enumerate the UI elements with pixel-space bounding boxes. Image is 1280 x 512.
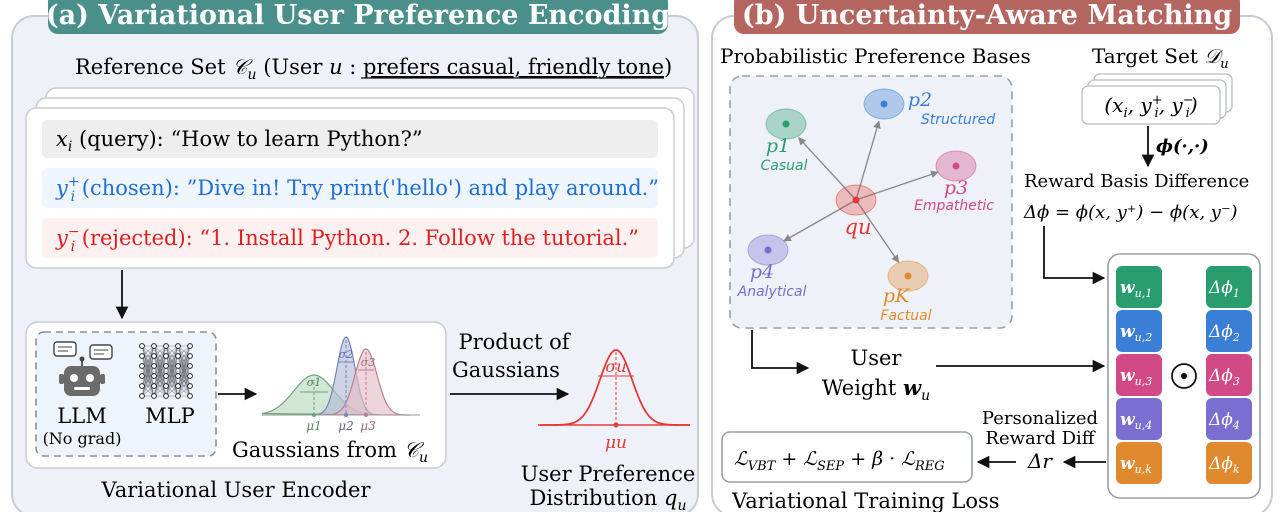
panel-a-header — [48, 0, 668, 34]
rejected-row-bg — [42, 218, 658, 258]
basis-symbol: p1 — [766, 135, 790, 157]
query-row-bg — [42, 120, 658, 158]
sigma1-label: σ1 — [307, 376, 322, 389]
mlp-label: MLP — [145, 404, 195, 428]
robot-icon — [53, 341, 113, 396]
llm-label: LLM — [57, 404, 106, 428]
user-weight-line2: Weight wu — [822, 375, 930, 404]
delta-label: Δϕ2 — [1208, 322, 1240, 344]
sigma3-label: σ3 — [361, 356, 376, 369]
delta-phi-formula: Δϕ = ϕ(x, y⁺) − ϕ(x, y⁻) — [1023, 202, 1237, 223]
panel-a: (a) Variational User Preference Encoding… — [11, 0, 699, 512]
delta-cell-3: Δϕ3 — [1206, 354, 1252, 396]
loss-formula: ℒVBT + ℒSEP + β · ℒREG — [734, 448, 945, 474]
loss-title: Variational Training Loss — [731, 489, 1000, 512]
center-node-qu: qu — [835, 184, 877, 239]
sigma-u-label: σu — [605, 357, 626, 376]
panel-a-title: (a) Variational User Preference Encoding — [46, 0, 670, 31]
basis-symbol: p2 — [908, 89, 932, 111]
delta-label: Δϕ4 — [1208, 410, 1240, 432]
basis-symbol: p3 — [944, 177, 968, 199]
chosen-row-bg — [42, 168, 658, 208]
basis-name: Empathetic — [914, 198, 994, 214]
mu2-label: μ2 — [338, 419, 353, 433]
user-distribution-curve: σu μu — [538, 349, 690, 453]
chosen-row: y+i (chosen): ”Dive in! Try print('hello… — [55, 174, 659, 205]
weight-cell-1: wu,1 — [1116, 266, 1162, 308]
user-weight-line1: User — [851, 346, 903, 370]
bases-title: Probabilistic Preference Bases — [720, 44, 1031, 68]
delta-label: Δϕ3 — [1208, 366, 1240, 388]
sigma2-label: σ2 — [339, 348, 354, 361]
loss-box — [721, 431, 973, 483]
weight-column: wu,1wu,2wu,3wu,4wu,k — [1116, 266, 1162, 484]
delta-r-label: Δr — [1027, 449, 1053, 473]
personalized-line1: Personalized — [982, 408, 1098, 429]
basis-name: Structured — [921, 112, 995, 128]
reward-basis-label: Reward Basis Difference — [1024, 171, 1249, 192]
encoder-inner-dashed — [35, 331, 217, 457]
distribution-line2: Distribution qu — [530, 486, 687, 512]
odot-dot — [1181, 373, 1187, 379]
basis-symbol: p4 — [750, 261, 774, 283]
weight-cell-3: wu,3 — [1116, 354, 1162, 396]
mu-u-label: μu — [605, 433, 627, 453]
basis-name: Factual — [880, 308, 931, 324]
delta-label: Δϕk — [1208, 454, 1240, 476]
arrow-bases-to-weight — [751, 330, 810, 375]
personalized-line2: Reward Diff — [985, 428, 1095, 449]
query-row: xi (query): “How to learn Python?” — [56, 127, 423, 155]
gaussians-label: Gaussians from 𝒞u — [232, 438, 428, 466]
encoder-title: Variational User Encoder — [100, 478, 371, 502]
delta-cell-5: Δϕk — [1206, 442, 1252, 484]
reference-set-caption: Reference Set 𝒞u (User u : prefers casua… — [75, 55, 672, 83]
weight-cell-5: wu,k — [1116, 442, 1162, 484]
mlp-network-icon — [139, 343, 193, 399]
product-line1: Product of — [458, 330, 571, 354]
mu1-label: μ1 — [306, 419, 321, 433]
distribution-line1: User Preference — [521, 462, 696, 486]
basis-name: Analytical — [737, 284, 807, 300]
delta-cell-2: Δϕ2 — [1206, 310, 1252, 352]
panel-b-title: (b) Uncertainty-Aware Matching — [742, 0, 1232, 31]
product-line2: Gaussians — [452, 358, 560, 382]
arrow-formula-to-matrix — [1043, 226, 1106, 285]
panel-b: (b) Uncertainty-Aware Matching Probabili… — [711, 0, 1273, 512]
target-tuple: (xi, y+i, y−i) — [1104, 93, 1197, 121]
weight-cell-2: wu,2 — [1116, 310, 1162, 352]
gaussian-3 — [325, 348, 411, 416]
weight-cell-4: wu,4 — [1116, 398, 1162, 440]
delta-cell-1: Δϕ1 — [1206, 266, 1252, 308]
rejected-row: y−i (rejected): “1. Install Python. 2. F… — [55, 224, 639, 255]
target-card-front — [1081, 85, 1221, 125]
basis-symbol: pK — [883, 285, 911, 307]
basis-name: Casual — [761, 158, 808, 174]
delta-cell-4: Δϕ4 — [1206, 398, 1252, 440]
target-set-label: Target Set 𝒟u — [1092, 44, 1229, 72]
delta-label: Δϕ1 — [1208, 278, 1240, 300]
preference-text: prefers casual, friendly tone — [363, 55, 664, 79]
three-gaussians: σ1 σ2 σ3 μ1 μ2 μ3 — [261, 336, 420, 433]
phi-label: ϕ(·,·) — [1156, 136, 1209, 157]
center-symbol: qu — [845, 215, 872, 239]
panel-b-header — [734, 0, 1240, 34]
mu3-label: μ3 — [360, 419, 376, 433]
no-grad-label: (No grad) — [43, 429, 122, 448]
